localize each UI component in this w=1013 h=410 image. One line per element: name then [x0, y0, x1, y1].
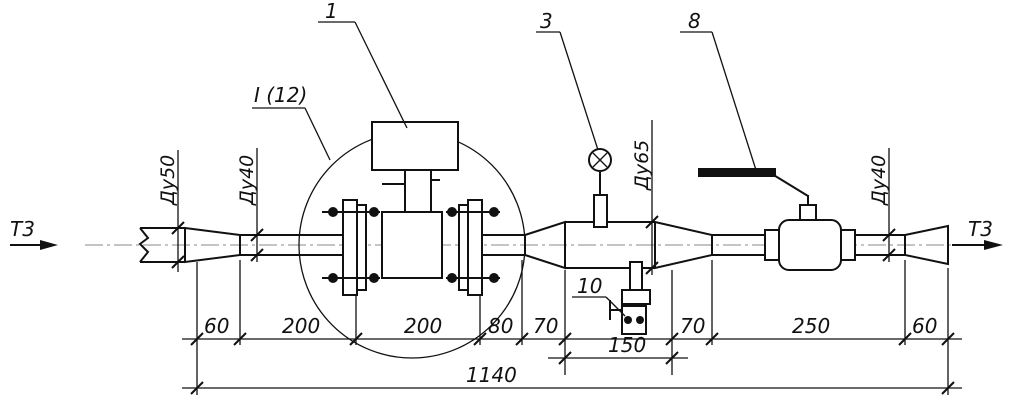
- diameter-marker-4: [882, 148, 896, 262]
- callout-1: 1: [325, 0, 338, 23]
- diameter-marker-1: [171, 150, 185, 272]
- callout-10: 10: [577, 274, 602, 298]
- pipe-to-valve: [712, 234, 765, 256]
- dim-200-a: 200: [282, 314, 320, 338]
- dim-250: 250: [792, 314, 830, 338]
- dim-70-a: 70: [533, 314, 558, 338]
- detail-label: I (12): [254, 83, 307, 107]
- ball-valve: [698, 168, 856, 271]
- diameter-marker-2: [250, 148, 264, 262]
- callout-8-leader: [680, 31, 757, 171]
- callout-1-leader: [318, 21, 408, 129]
- drain-valve: [609, 261, 651, 335]
- dim-80: 80: [488, 314, 513, 338]
- callout-8: 8: [688, 9, 701, 33]
- dim-70-b: 70: [680, 314, 705, 338]
- diameter-label-2: Ду40: [236, 155, 258, 206]
- straight-pipe-outlet: [482, 234, 525, 256]
- callout-3: 3: [540, 9, 553, 33]
- dim-60-right: 60: [912, 314, 937, 338]
- detail-leader: [252, 107, 331, 161]
- dimension-line-total: [182, 381, 962, 395]
- dim-60-left: 60: [204, 314, 229, 338]
- flange-right: [446, 199, 500, 296]
- diameter-label-4: Ду40: [868, 155, 890, 206]
- inlet-flow-arrow: [10, 240, 58, 250]
- callout-3-leader: [536, 31, 599, 151]
- dimension-extension-lines: [196, 260, 949, 395]
- outlet-flow-arrow: [952, 240, 1003, 250]
- inlet-label: Т3: [10, 217, 35, 241]
- dimension-line-row2: [548, 351, 688, 365]
- callout-10-leader: [572, 296, 626, 317]
- outlet-label: Т3: [968, 217, 993, 241]
- flowmeter: [371, 121, 459, 279]
- diameter-marker-3: [645, 120, 659, 275]
- dim-total: 1140: [466, 363, 517, 387]
- diameter-label-3: Ду65: [631, 140, 653, 191]
- outlet-pipe: [855, 224, 949, 266]
- dim-150: 150: [608, 333, 646, 357]
- thermometer: [588, 148, 612, 228]
- diameter-label-1: Ду50: [157, 155, 179, 206]
- flange-left: [322, 199, 380, 296]
- dimension-line-row1: [182, 332, 962, 346]
- dim-200-b: 200: [404, 314, 442, 338]
